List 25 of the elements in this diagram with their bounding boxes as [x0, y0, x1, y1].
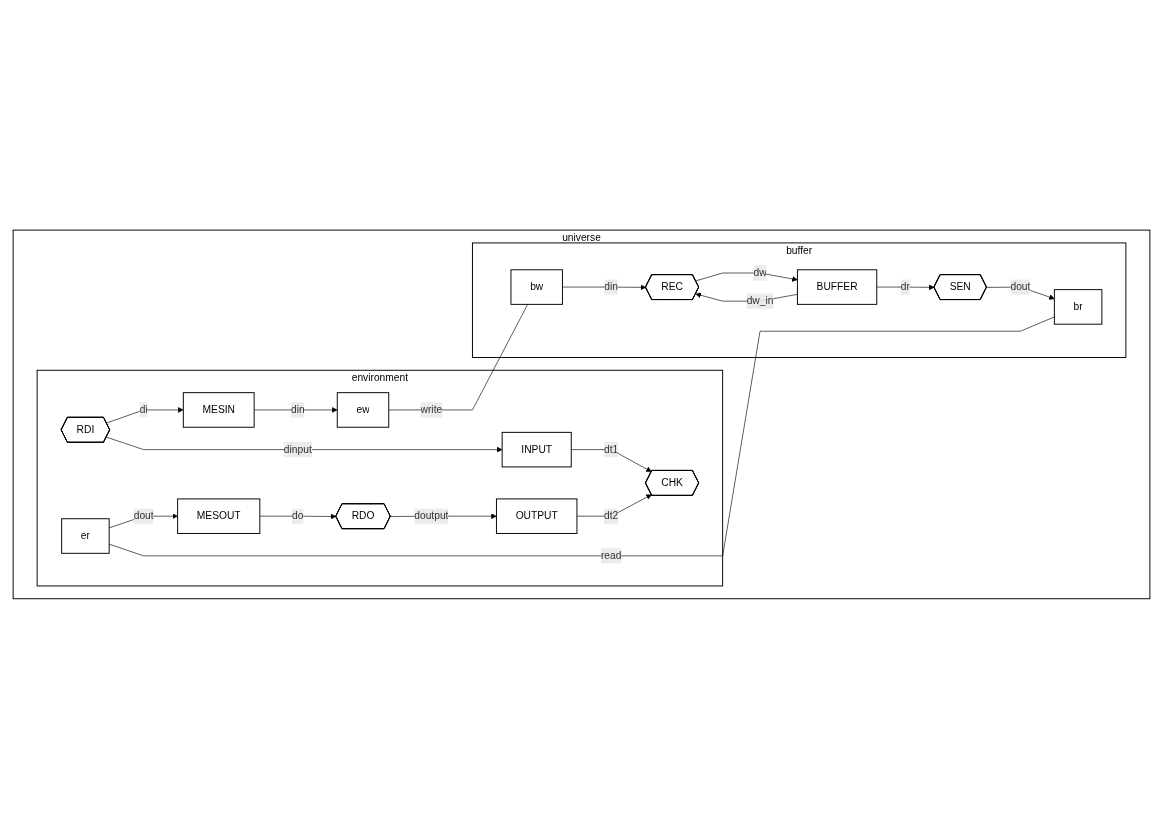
node-box: ew	[336, 392, 390, 428]
node-box: MESOUT	[177, 498, 261, 534]
edge-label: dw_in	[746, 295, 774, 307]
node-box: INPUT	[501, 431, 572, 468]
node-box: BUFFER	[796, 269, 878, 305]
edge-label: din	[604, 281, 619, 293]
edge-label: dt2	[604, 510, 619, 522]
edge-label: dout	[133, 510, 154, 522]
edge-label: do	[292, 510, 304, 522]
edge-label: dt1	[604, 443, 619, 455]
node-box: MESIN	[182, 392, 255, 428]
edge-label: read	[600, 550, 622, 562]
edge-label: di	[139, 404, 148, 416]
edge-label: dw	[753, 267, 767, 279]
edge-label: dout	[1010, 281, 1031, 293]
edge-label: dr	[900, 281, 910, 293]
node-box: OUTPUT	[495, 498, 578, 534]
connector	[388, 304, 528, 411]
edge-label: write	[420, 404, 443, 416]
node-box: bw	[510, 269, 563, 305]
edge-label: dinput	[283, 443, 312, 455]
edge-label: din	[290, 404, 305, 416]
edge-label: doutput	[414, 510, 449, 522]
node-box: br	[1053, 289, 1103, 325]
node-box: er	[61, 518, 110, 554]
